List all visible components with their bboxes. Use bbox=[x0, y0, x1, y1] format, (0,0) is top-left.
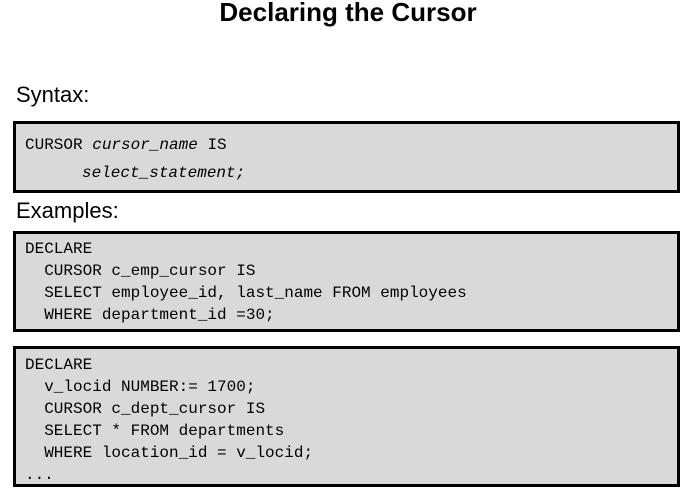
example-1-line: DECLARE bbox=[25, 240, 93, 258]
syntax-label: Syntax: bbox=[16, 82, 90, 107]
syntax-cursor-name: cursor_name bbox=[92, 136, 198, 154]
page-title: Declaring the Cursor bbox=[219, 0, 477, 27]
example-2-line: v_locid NUMBER:= 1700; bbox=[25, 378, 256, 396]
example-2-line: CURSOR c_dept_cursor IS bbox=[25, 400, 266, 418]
example-1-code-box: DECLARE CURSOR c_emp_cursor IS SELECT em… bbox=[13, 231, 680, 332]
syntax-line-1: CURSOR cursor_name IS bbox=[25, 135, 227, 155]
syntax-code-box: CURSOR cursor_name IS select_statement; bbox=[13, 121, 680, 193]
syntax-is-keyword: IS bbox=[197, 136, 227, 154]
example-2-line: DECLARE bbox=[25, 356, 93, 374]
example-1-line: SELECT employee_id, last_name FROM emplo… bbox=[25, 284, 467, 302]
syntax-keyword: CURSOR bbox=[25, 136, 93, 154]
example-2-line: ... bbox=[25, 466, 54, 484]
example-1-line: WHERE department_id =30; bbox=[25, 306, 275, 324]
example-2-line: SELECT * FROM departments bbox=[25, 422, 285, 440]
syntax-line-2: select_statement; bbox=[82, 164, 246, 182]
example-1-line: CURSOR c_emp_cursor IS bbox=[25, 262, 256, 280]
example-2-line: WHERE location_id = v_locid; bbox=[25, 444, 314, 462]
example-2-code-box: DECLARE v_locid NUMBER:= 1700; CURSOR c_… bbox=[13, 346, 680, 487]
examples-label: Examples: bbox=[16, 198, 119, 223]
